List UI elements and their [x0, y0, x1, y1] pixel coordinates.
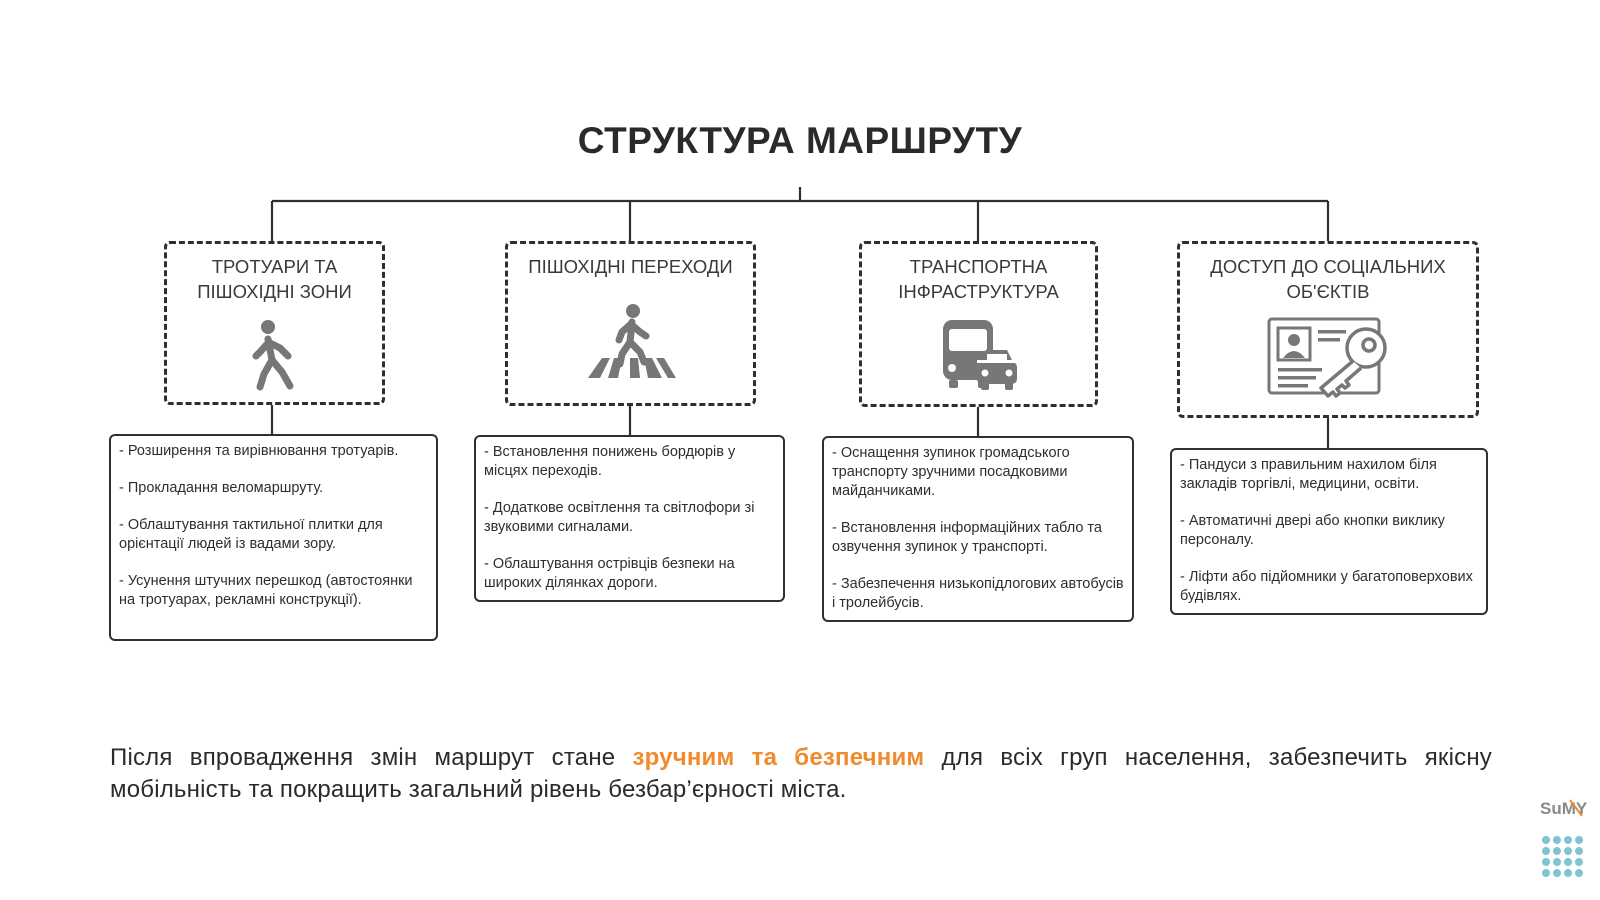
- bus-and-car-icon: [942, 320, 1019, 390]
- detail-item: - Додаткове освітлення та світлофори зі …: [484, 500, 755, 535]
- header-label-sidewalks: ТРОТУАРИ ТА ПІШОХІДНІ ЗОНИ: [197, 256, 352, 302]
- id-card-key-icon: [1267, 317, 1387, 398]
- header-box-sidewalks: ТРОТУАРИ ТА ПІШОХІДНІ ЗОНИ: [164, 241, 385, 405]
- detail-box-social-access: - Пандуси з правильним нахилом біля закл…: [1170, 448, 1488, 615]
- header-label-transport: ТРАНСПОРТНА ІНФРАСТРУКТУРА: [898, 256, 1059, 302]
- detail-box-sidewalks: - Розширення та вирівнювання тротуарів. …: [109, 434, 438, 641]
- detail-item: - Оснащення зупинок громадського транспо…: [832, 445, 1070, 499]
- detail-item: - Облаштування тактильної плитки для орі…: [119, 517, 383, 552]
- header-label-social-access: ДОСТУП ДО СОЦІАЛЬНИХ ОБ'ЄКТІВ: [1210, 256, 1446, 302]
- summary-before: Після впровадження змін маршрут стане: [110, 744, 633, 771]
- detail-item: - Облаштування острівців безпеки на широ…: [484, 556, 735, 591]
- logo-graphic: SuMY: [1540, 799, 1588, 877]
- detail-item: - Автоматичні двері або кнопки виклику п…: [1180, 513, 1445, 548]
- header-label-crossings: ПІШОХІДНІ ПЕРЕХОДИ: [528, 256, 733, 277]
- sumy-city-logo-icon: SuMY: [1538, 798, 1590, 890]
- summary-text: Після впровадження змін маршрут стане зр…: [110, 742, 1492, 806]
- summary-highlight: зручним та безпечним: [632, 744, 925, 771]
- page-title: СТРУКТУРА МАРШРУТУ: [577, 120, 1023, 161]
- detail-item: - Прокладання веломаршруту.: [119, 480, 324, 496]
- detail-item: - Усунення штучних перешкод (автостоянки…: [119, 573, 413, 608]
- logo-text: SuMY: [1540, 799, 1588, 818]
- walking-person-icon: [252, 320, 293, 391]
- detail-box-transport: - Оснащення зупинок громадського транспо…: [822, 436, 1134, 622]
- header-box-transport: ТРАНСПОРТНА ІНФРАСТРУКТУРА: [859, 241, 1098, 407]
- summary-after: для всіх груп населення, забезпечить які…: [110, 744, 1493, 803]
- detail-item: - Встановлення понижень бордюрів у місця…: [484, 444, 736, 479]
- detail-item: - Забезпечення низькопідлогових автобусі…: [832, 576, 1124, 611]
- header-box-crossings: ПІШОХІДНІ ПЕРЕХОДИ: [505, 241, 756, 406]
- detail-item: - Пандуси з правильним нахилом біля закл…: [1180, 457, 1437, 492]
- detail-box-crossings: - Встановлення понижень бордюрів у місця…: [474, 435, 785, 602]
- detail-item: - Ліфти або підйомники у багатоповерхови…: [1180, 569, 1473, 604]
- detail-item: - Розширення та вирівнювання тротуарів.: [119, 443, 399, 459]
- detail-item: - Встановлення інформаційних табло та оз…: [832, 520, 1102, 555]
- pedestrian-crossing-icon: [587, 304, 676, 378]
- header-box-social-access: ДОСТУП ДО СОЦІАЛЬНИХ ОБ'ЄКТІВ: [1177, 241, 1479, 418]
